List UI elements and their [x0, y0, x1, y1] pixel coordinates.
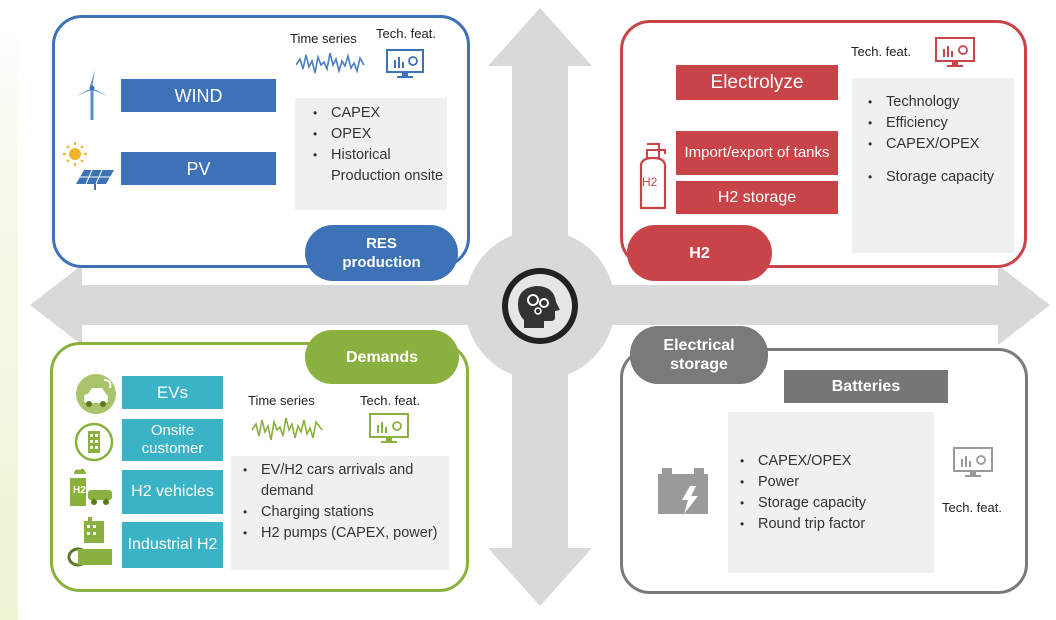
arrow-right [560, 265, 1050, 345]
demands-time-series-label: Time series [248, 393, 315, 408]
res-time-series-label: Time series [290, 31, 357, 46]
res-feature-item: Historical Production onsite [307, 145, 447, 187]
h2-feature-item: Technology [862, 92, 1014, 113]
industrial-icon [67, 517, 112, 567]
batteries-bar: Batteries [784, 370, 948, 403]
demand-item-evs: EVs [122, 376, 223, 409]
electrical-badge-line: Electrical [663, 337, 735, 354]
h2-feature-item: Efficiency [862, 113, 1014, 134]
demands-badge: Demands [305, 330, 459, 384]
res-feature-item: OPEX [307, 124, 447, 145]
pv-label-bar: PV [121, 152, 276, 185]
arrow-up [488, 8, 592, 290]
electrical-monitor-icon [953, 447, 993, 477]
electrical-feature-item: Storage capacity [734, 493, 934, 514]
electrolyze-bar: Electrolyze [676, 65, 838, 100]
h2-feature-item: CAPEX/OPEX [862, 134, 1014, 155]
h2-tank-label: H2 [642, 175, 658, 189]
demands-time-series-icon [252, 417, 323, 441]
electrical-features-box: CAPEX/OPEX Power Storage capacity Round … [728, 412, 934, 573]
demands-feature-item: EV/H2 cars arrivals and demand [237, 460, 449, 502]
res-monitor-icon [386, 49, 424, 78]
h2-storage-bar: H2 storage [676, 181, 838, 214]
res-features-box: CAPEX OPEX Historical Production onsite [295, 98, 447, 210]
h2-monitor-icon [935, 37, 975, 67]
demand-item-industrial-h2: Industrial H2 [122, 522, 223, 568]
res-production-badge: RES production [305, 225, 458, 281]
electrical-feature-item: Round trip factor [734, 514, 934, 535]
h2-feature-item: Storage capacity [862, 167, 1014, 188]
arrow-left [30, 265, 520, 345]
demands-tech-feat-label: Tech. feat. [360, 393, 420, 408]
ev-charging-icon [76, 374, 116, 414]
demands-feature-item: H2 pumps (CAPEX, power) [237, 523, 449, 544]
demand-item-onsite-customer: Onsite customer [122, 419, 223, 461]
demands-monitor-icon [369, 413, 409, 443]
electrical-badge-line: storage [670, 356, 728, 373]
electrical-tech-feat-label: Tech. feat. [942, 500, 1002, 515]
h2-badge: H2 [627, 225, 772, 281]
solar-pv-icon [63, 142, 114, 190]
res-badge-line: production [342, 254, 421, 271]
h2-vehicle-icon-label: H2 [73, 485, 86, 496]
h2-tech-feat-label: Tech. feat. [851, 44, 911, 59]
demand-item-h2-vehicles: H2 vehicles [122, 470, 223, 514]
import-export-bar: Import/export of tanks [676, 131, 838, 175]
wind-turbine-icon [76, 70, 108, 120]
res-time-series-icon [296, 52, 365, 75]
res-tech-feat-label: Tech. feat. [376, 26, 436, 41]
electrical-feature-item: CAPEX/OPEX [734, 451, 934, 472]
left-edge-gradient [0, 0, 18, 620]
demands-feature-item: Charging stations [237, 502, 449, 523]
h2-vehicle-icon [70, 468, 112, 506]
res-badge-line: RES [366, 235, 397, 252]
electrical-feature-item: Power [734, 472, 934, 493]
res-feature-item: CAPEX [307, 103, 447, 124]
electrical-storage-badge: Electrical storage [630, 326, 768, 384]
wind-label-bar: WIND [121, 79, 276, 112]
h2-features-box: Technology Efficiency CAPEX/OPEX Storage… [852, 78, 1014, 253]
h2-tank-icon [639, 143, 667, 210]
arrow-down [488, 320, 592, 606]
building-icon [74, 422, 114, 462]
demands-features-box: EV/H2 cars arrivals and demand Charging … [231, 456, 449, 570]
battery-icon [658, 468, 708, 514]
brain-gears-head-icon [502, 268, 578, 344]
